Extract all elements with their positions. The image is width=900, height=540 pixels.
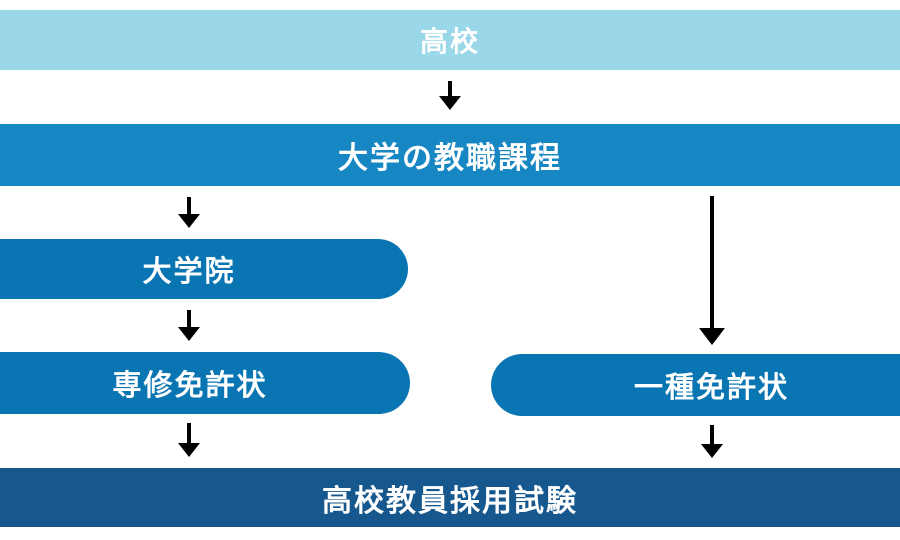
arrow-down-icon-gradschool-to-senshu [176, 310, 202, 341]
arrow-down-icon-senshu-to-exam [176, 423, 202, 457]
arrow-down-icon-course-to-gradschool [176, 197, 202, 228]
node-senshu-license: 専修免許状 [0, 352, 410, 414]
arrow-head [178, 214, 200, 228]
arrow-down-icon-course-to-isshu [699, 196, 725, 345]
node-course-label: 大学の教職課程 [338, 142, 562, 175]
arrow-stem [187, 423, 191, 443]
node-graduate-school: 大学院 [0, 239, 408, 299]
node-highschool: 高校 [0, 10, 900, 70]
arrow-stem [187, 310, 191, 327]
node-teacher-employment-exam: 高校教員採用試験 [0, 468, 900, 527]
arrow-down-icon-isshu-to-exam [699, 425, 725, 458]
node-exam-label: 高校教員採用試験 [322, 484, 578, 518]
arrow-stem [448, 81, 452, 96]
arrow-head [439, 96, 461, 110]
arrow-head [178, 443, 200, 457]
arrow-stem [710, 196, 714, 328]
arrow-head [178, 327, 200, 341]
arrow-head [699, 328, 725, 345]
node-senshu-label: 専修免許状 [112, 370, 268, 402]
node-isshu-label: 一種免許状 [633, 372, 789, 404]
arrow-head [701, 444, 723, 458]
node-gradschool-label: 大学院 [142, 256, 236, 288]
arrow-down-icon-highschool-to-course [437, 81, 463, 110]
arrow-stem [187, 197, 191, 214]
arrow-stem [710, 425, 714, 444]
node-highschool-label: 高校 [419, 26, 480, 57]
node-isshu-license: 一種免許状 [491, 354, 900, 416]
node-university-teaching-course: 大学の教職課程 [0, 124, 900, 186]
